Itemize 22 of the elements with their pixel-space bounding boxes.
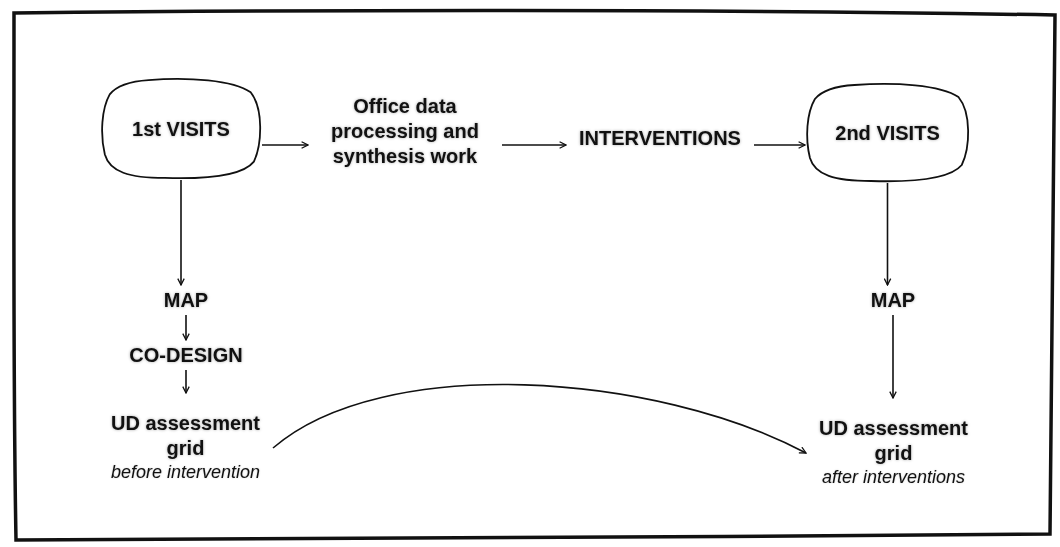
arrow [889, 314, 897, 399]
visit-bubble [100, 78, 262, 180]
step-note: after interventions [821, 466, 966, 490]
arrow [272, 384, 807, 454]
arrow [501, 141, 567, 149]
arrow [883, 182, 892, 286]
step-label: UD assessment grid [818, 416, 969, 467]
arrow [182, 314, 190, 341]
arrow [182, 369, 190, 394]
step-label: MAP [130, 285, 242, 315]
step-label: Office data processing and synthesis work [308, 93, 502, 169]
step-label: INTERVENTIONS [566, 124, 754, 152]
arrow [753, 141, 806, 149]
step-note: before intervention [110, 461, 261, 485]
visit-bubble [805, 83, 970, 183]
step-label: UD assessment grid [110, 411, 261, 462]
step-label: 2nd VISITS [835, 120, 940, 146]
step-label: CO-DESIGN [100, 340, 272, 370]
step-label: 1st VISITS [132, 116, 230, 142]
step-label: MAP [837, 285, 949, 315]
arrow [261, 141, 309, 149]
arrow [177, 179, 185, 286]
